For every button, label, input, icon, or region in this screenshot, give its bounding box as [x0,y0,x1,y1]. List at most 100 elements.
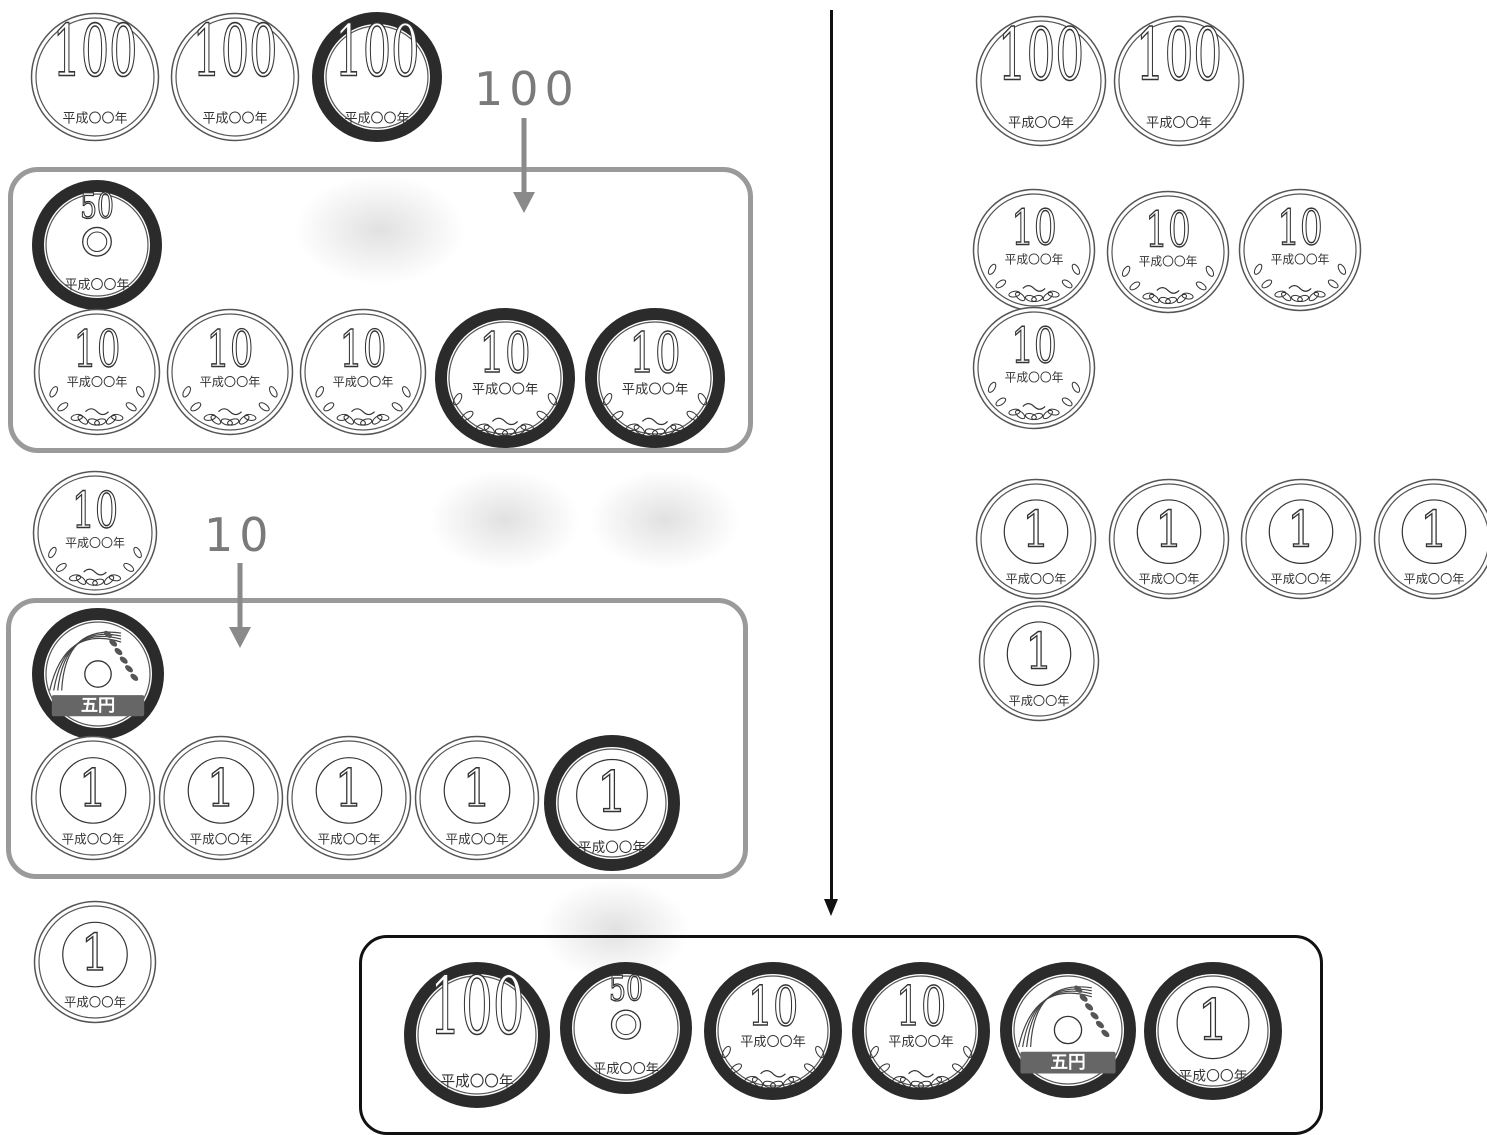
svg-text:10: 10 [896,976,947,1039]
svg-text:10: 10 [207,321,254,379]
svg-text:平成〇〇年: 平成〇〇年 [1139,572,1200,586]
hundred-arrow [513,118,535,213]
svg-text:平成〇〇年: 平成〇〇年 [446,831,509,846]
svg-text:平成〇〇年: 平成〇〇年 [740,1034,806,1050]
svg-text:1: 1 [463,759,491,819]
svg-text:1: 1 [207,759,235,819]
hundred-label: 100 [474,66,580,112]
svg-text:1: 1 [597,761,627,825]
svg-text:平成〇〇年: 平成〇〇年 [64,278,129,293]
coin-1-yen: 1 平成〇〇年 [1373,478,1487,600]
svg-text:100: 100 [429,959,524,1052]
coin-5-yen-highlighted: 五円 [32,608,164,740]
svg-text:平成〇〇年: 平成〇〇年 [344,112,409,127]
coin-5-yen-highlighted: 五円 [1000,962,1136,1098]
svg-text:1: 1 [81,924,109,983]
coin-5-icon: 五円 [32,608,164,740]
svg-text:平成〇〇年: 平成〇〇年 [1179,1069,1248,1085]
svg-text:平成〇〇年: 平成〇〇年 [578,840,646,856]
coin-1-icon: 1 平成〇〇年 [1373,478,1487,600]
coin-1-yen: 1 平成〇〇年 [286,735,412,861]
svg-text:1: 1 [1420,501,1447,559]
svg-text:平成〇〇年: 平成〇〇年 [441,1073,514,1090]
coin-1-icon: 1 平成〇〇年 [544,735,680,871]
svg-text:100: 100 [1136,14,1222,98]
coin-1-yen: 1 平成〇〇年 [30,735,156,861]
svg-text:平成〇〇年: 平成〇〇年 [1271,253,1330,267]
coin-50-yen-highlighted: 50 平成〇〇年 [560,962,692,1094]
svg-text:1: 1 [1155,501,1182,559]
svg-text:平成〇〇年: 平成〇〇年 [1006,572,1067,586]
svg-text:平成〇〇年: 平成〇〇年 [318,831,381,846]
result-arrow [824,899,838,916]
svg-text:平成〇〇年: 平成〇〇年 [593,1061,659,1077]
svg-text:50: 50 [609,969,643,1009]
coin-1-icon: 1 平成〇〇年 [1108,478,1230,600]
svg-text:10: 10 [629,322,680,386]
svg-text:10: 10 [1145,202,1190,259]
svg-text:100: 100 [335,10,420,93]
svg-text:10: 10 [72,483,118,540]
svg-text:100: 100 [53,10,138,93]
svg-text:平成〇〇年: 平成〇〇年 [1139,255,1198,269]
svg-text:10: 10 [1011,318,1056,375]
ten-label: 10 [204,512,275,558]
svg-text:10: 10 [340,321,387,379]
svg-text:平成〇〇年: 平成〇〇年 [888,1034,954,1050]
coin-50-yen-highlighted: 50 平成〇〇年 [32,180,162,310]
svg-text:平成〇〇年: 平成〇〇年 [1404,572,1465,586]
coin-100-yen-highlighted: 100 平成〇〇年 [404,962,550,1108]
coin-5-icon: 五円 [1000,962,1136,1098]
svg-text:平成〇〇年: 平成〇〇年 [62,831,125,846]
coin-1-yen: 1 平成〇〇年 [414,735,540,861]
coin-100-yen: 100 平成〇〇年 [30,12,160,142]
svg-text:50: 50 [80,188,114,227]
coin-50-icon: 50 平成〇〇年 [32,180,162,310]
svg-text:10: 10 [74,321,121,379]
coin-1-yen-highlighted: 1 平成〇〇年 [544,735,680,871]
svg-text:平成〇〇年: 平成〇〇年 [202,112,267,127]
svg-text:平成〇〇年: 平成〇〇年 [67,375,128,389]
svg-text:平成〇〇年: 平成〇〇年 [1271,572,1332,586]
svg-text:平成〇〇年: 平成〇〇年 [62,112,127,127]
ten-arrow [229,563,251,648]
svg-text:1: 1 [79,759,107,819]
coin-100-icon: 100 平成〇〇年 [404,962,550,1108]
coin-100-icon: 100 平成〇〇年 [312,12,442,142]
svg-text:1: 1 [1025,623,1052,681]
svg-text:1: 1 [335,759,363,819]
svg-text:10: 10 [1277,200,1322,257]
